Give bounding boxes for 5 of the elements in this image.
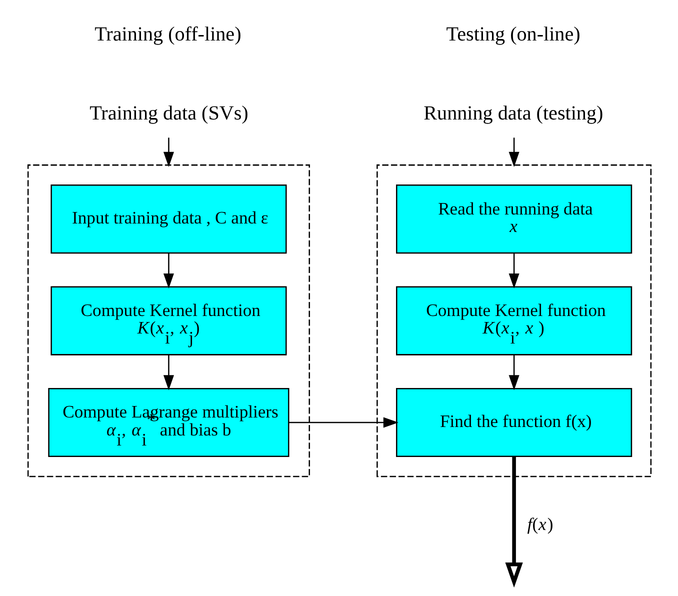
node-text: Training data (SVs): [89, 102, 248, 125]
label: Testing (on-line): [446, 23, 580, 46]
node-text: Running data (testing): [423, 102, 603, 125]
edge-label: f(x): [526, 514, 553, 534]
label: Training (off-line): [94, 23, 241, 46]
